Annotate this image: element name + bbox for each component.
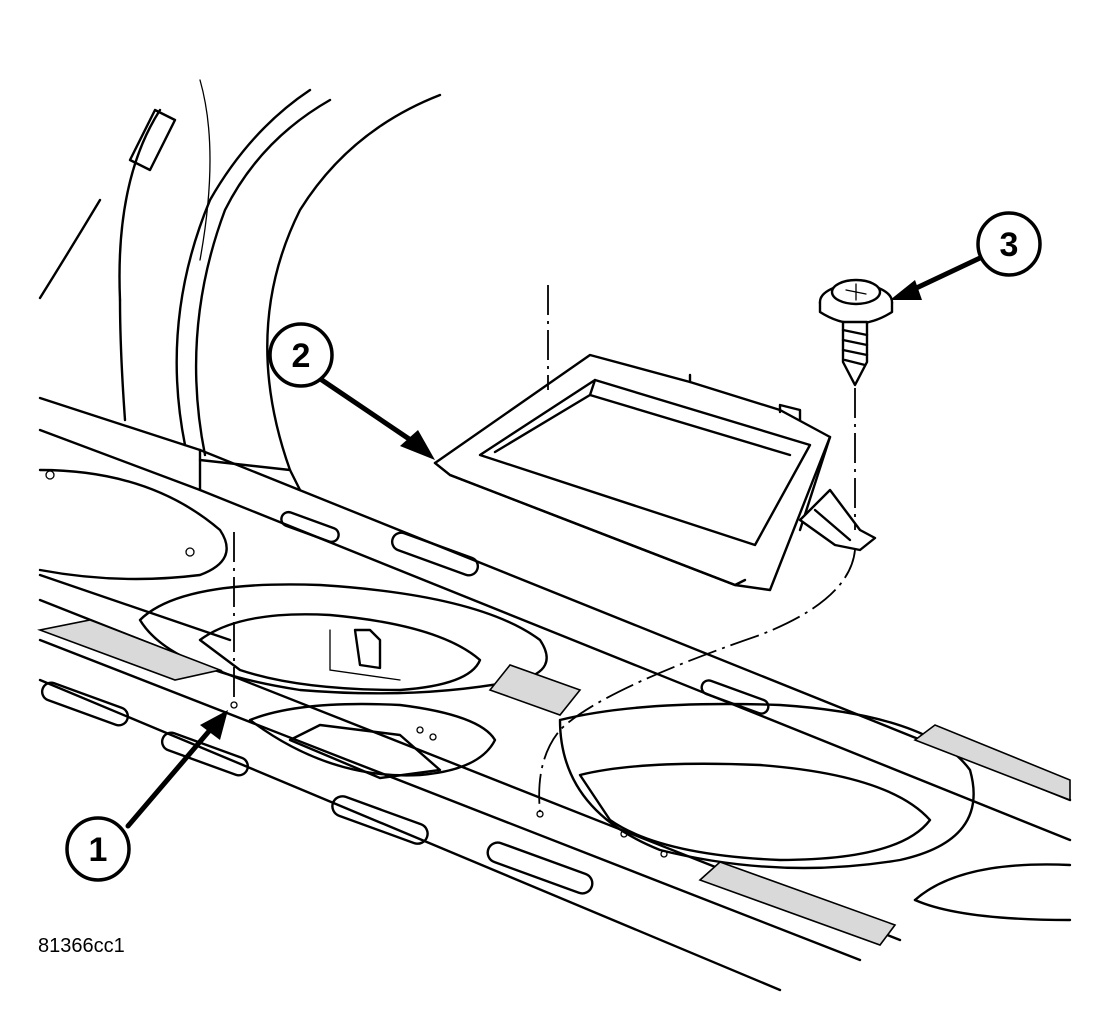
screw bbox=[818, 278, 894, 387]
callout-3: 3 bbox=[976, 211, 1042, 277]
alignment-lines bbox=[233, 285, 856, 813]
callout-3-label: 3 bbox=[1000, 226, 1019, 264]
callout-2-label: 2 bbox=[292, 337, 311, 375]
body-pillar bbox=[38, 79, 442, 472]
tray bbox=[433, 353, 877, 592]
rear-shelf-panel bbox=[37, 388, 1072, 992]
figure-id: 81366cc1 bbox=[38, 935, 125, 957]
callout-1-label: 1 bbox=[89, 831, 108, 869]
callout-1: 1 bbox=[65, 816, 131, 882]
leader-arrows bbox=[125, 255, 983, 829]
callout-2: 2 bbox=[268, 322, 334, 388]
